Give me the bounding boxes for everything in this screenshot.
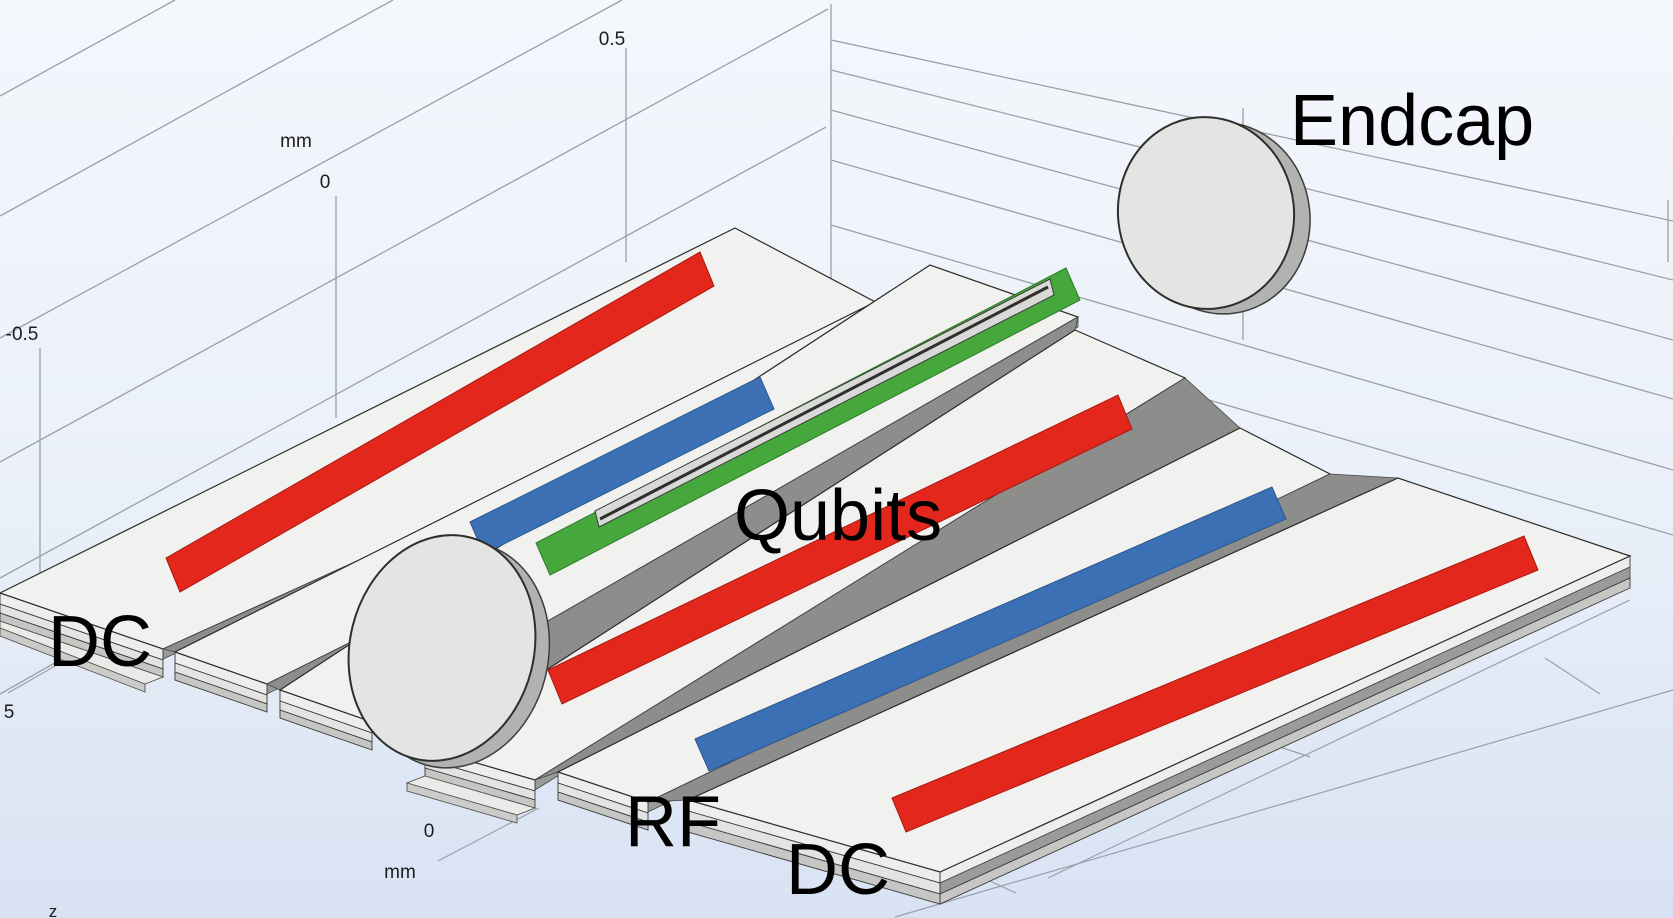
tick-label-left: -0.5 [6,324,39,345]
axis-unit-bottom: mm [384,862,416,883]
grid-line [830,224,1673,471]
board-front-face [557,791,649,831]
grid-line [0,659,61,695]
board-top-face [686,477,1632,873]
board-substrate-ledge [0,627,146,693]
annotation-dc-bottom: DC [786,830,890,910]
board-front-face [279,709,373,751]
dc-electrode-stripe-3 [891,535,1539,833]
board-substrate-ledge [406,782,518,824]
disc-face [347,534,537,762]
annotation-dc-left: DC [48,602,152,682]
board-front-face [174,671,268,713]
endcap-disc-far [1116,116,1311,315]
rail-slot [599,285,1049,521]
annotation-qubits: Qubits [734,476,942,556]
axis-unit-top: mm [280,131,312,152]
tick-line-bottom-0 [437,807,540,862]
disc-face [1116,116,1296,310]
grid-line [0,0,623,339]
tick-label-bottom-left: 5 [4,702,15,723]
grid-line [0,126,827,579]
ruler-tick [1544,657,1601,695]
dc-electrode-stripe-2 [547,394,1133,705]
grid-line [0,0,394,217]
ruler-line-right [1047,599,1631,879]
grid-line [0,0,176,97]
axis-labels: 0.5 mm 0 -0.5 5 0 mm z [4,29,626,918]
rf-electrode-stripe-2 [694,486,1287,772]
annotations: Endcap Qubits DC RF DC [48,81,1534,910]
center-electrode-rail [535,267,1081,576]
endcap-disc-near [347,534,551,769]
dc-electrode-stripe-1 [165,251,715,593]
annotation-rf: RF [625,782,721,862]
ruler-line-bottom [894,689,1673,918]
tick-label-top-05: 0.5 [599,29,625,50]
board-front-face [687,821,941,905]
annotation-endcap: Endcap [1290,81,1534,161]
electrode-board-6 [686,477,1632,905]
axis-label-z: z [49,902,58,918]
tick-label-bottom-0: 0 [424,821,435,842]
grid-line [0,8,829,463]
tick-label-top-0: 0 [320,172,331,193]
